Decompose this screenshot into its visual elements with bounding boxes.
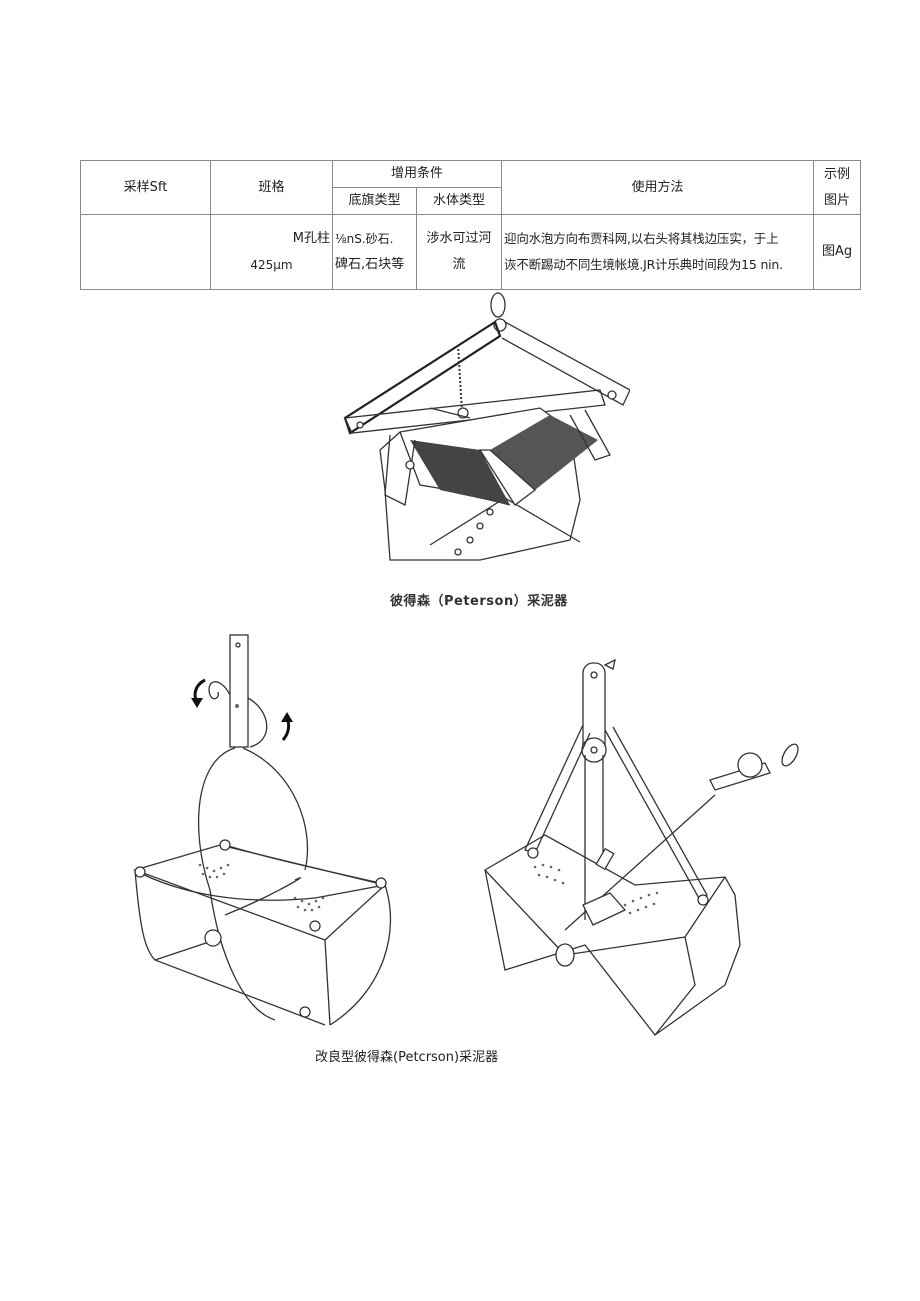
peterson-caption: 彼得森（Peterson）采泥器 <box>390 594 568 609</box>
header-usage: 使用方法 <box>501 160 815 215</box>
header-spec: 班格 <box>210 160 333 215</box>
header-example-line2: 图片 <box>824 192 851 208</box>
cell-substrate: ⅛nS.砂石. 碑石,石块等 <box>332 214 417 290</box>
cell-usage: 迎向水泡方向布贾科网,以右头将其栈边压实，于上 诙不断踢动不同生境帐境.JR计乐… <box>501 214 815 290</box>
header-sampler: 采样Sft <box>80 160 211 215</box>
modified-peterson-caption: 改良型彼得森(Petcrson)采泥器 <box>315 1050 499 1065</box>
cell-substrate-line1: ⅛nS.砂石. <box>335 232 394 246</box>
cell-usage-line2: 诙不断踢动不同生境帐境.JR计乐典时间段为15 nin. <box>504 257 783 272</box>
cell-water-line2: 流 <box>452 257 466 272</box>
cell-water: 涉水可过河 流 <box>415 214 503 290</box>
cell-water-line1: 涉水可过河 <box>426 231 492 246</box>
cell-sampler <box>80 214 211 290</box>
header-water-type: 水体类型 <box>415 187 503 215</box>
header-substrate-type: 底旗类型 <box>332 187 417 215</box>
sampler-spec-table: 采样Sft 班格 增用条件 使用方法 示例 图片 底旗类型 水体类型 M孔柱 4… <box>80 160 862 290</box>
header-example: 示例 图片 <box>813 160 862 215</box>
peterson-grab-illustration <box>343 292 630 561</box>
cell-example: 图Ag <box>813 214 862 290</box>
modified-peterson-closed-illustration <box>484 658 799 1036</box>
cell-spec-line1: M孔柱 <box>292 231 330 246</box>
cell-spec-line2: 425μm <box>250 258 293 272</box>
cell-usage-line1: 迎向水泡方向布贾科网,以右头将其栈边压实，于上 <box>504 231 779 246</box>
cell-substrate-line2: 碑石,石块等 <box>335 257 405 272</box>
header-conditions: 增用条件 <box>331 160 503 188</box>
cell-spec: M孔柱 425μm <box>210 214 333 290</box>
modified-peterson-open-illustration <box>132 634 392 1026</box>
table-row: M孔柱 425μm ⅛nS.砂石. 碑石,石块等 涉水可过河 流 迎向水泡方向布… <box>80 214 862 290</box>
header-example-line1: 示例 <box>824 166 851 182</box>
